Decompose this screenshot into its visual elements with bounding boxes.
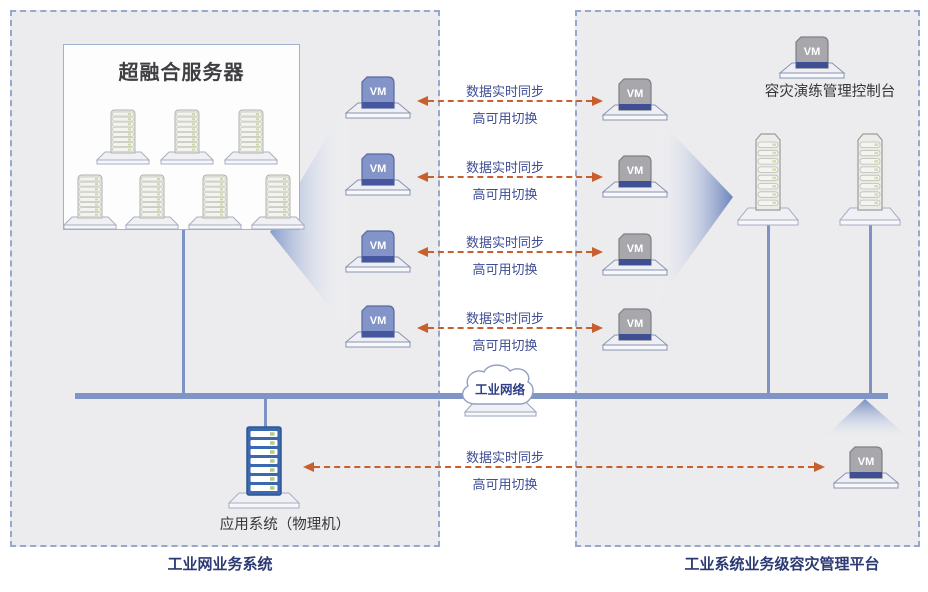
arrow-right-icon — [592, 172, 603, 182]
drill-console-label: 容灾演练管理控制台 — [764, 84, 896, 100]
vm-label: VM — [370, 163, 387, 175]
server-icon — [61, 170, 119, 232]
vm-label: VM — [627, 88, 644, 100]
vm-label: VM — [370, 86, 387, 98]
recovery-vm-icon: VM — [602, 78, 668, 121]
ha-label: 高可用切换 — [472, 338, 538, 353]
left-region-caption: 工业网业务系统 — [167, 556, 273, 573]
arrow-right-icon — [592, 323, 603, 333]
arrow-left-icon — [417, 323, 428, 333]
replication-beam-right — [655, 115, 733, 305]
physical-recovery-vm-icon: VM — [833, 446, 899, 489]
right-region-caption: 工业系统业务级容灾管理平台 — [684, 556, 880, 573]
server-icon — [249, 170, 307, 232]
hyper-converged-server-title: 超融合服务器 — [118, 62, 245, 84]
sync-label: 数据实时同步 — [465, 450, 544, 465]
connector-dr-server1-to-bus — [767, 222, 770, 394]
ha-label: 高可用切换 — [472, 477, 538, 492]
drill-console-vm-icon: VM — [779, 36, 845, 79]
ha-label: 高可用切换 — [472, 111, 538, 126]
vm-label: VM — [370, 315, 387, 327]
industrial-network-label: 工业网络 — [475, 382, 526, 397]
recovery-vm-icon: VM — [602, 233, 668, 276]
replication-beam-left — [270, 102, 348, 330]
sync-label: 数据实时同步 — [465, 84, 544, 99]
arrow-right-icon — [592, 96, 603, 106]
sync-arrow — [428, 327, 592, 329]
sync-label: 数据实时同步 — [465, 160, 544, 175]
vm-label: VM — [627, 318, 644, 330]
arrow-left-icon — [417, 172, 428, 182]
ha-label: 高可用切换 — [472, 187, 538, 202]
sync-label: 数据实时同步 — [465, 235, 544, 250]
server-icon — [186, 170, 244, 232]
recovery-vm-icon: VM — [602, 155, 668, 198]
sync-label: 数据实时同步 — [465, 311, 544, 326]
arrow-left-icon — [303, 462, 314, 472]
production-vm-icon: VM — [345, 305, 411, 348]
server-icon — [158, 105, 216, 167]
arrow-right-icon — [592, 247, 603, 257]
vm-label: VM — [804, 46, 821, 58]
sync-arrow — [428, 100, 592, 102]
production-vm-icon: VM — [345, 153, 411, 196]
vm-label: VM — [627, 243, 644, 255]
vm-label: VM — [370, 240, 387, 252]
industrial-network-cloud-icon: 工业网络 — [461, 364, 538, 417]
ha-label: 高可用切换 — [472, 262, 538, 277]
server-icon — [222, 105, 280, 167]
server-icon — [123, 170, 181, 232]
dr-server-icon — [838, 130, 902, 230]
recovery-vm-icon: VM — [602, 308, 668, 351]
production-vm-icon: VM — [345, 230, 411, 273]
replication-beam-bottom — [818, 399, 915, 443]
arrow-left-icon — [417, 247, 428, 257]
connector-bus-to-app-server — [264, 399, 267, 429]
sync-arrow — [428, 251, 592, 253]
connector-hci-to-bus — [182, 230, 185, 394]
server-icon — [94, 105, 152, 167]
arrow-right-icon — [814, 462, 825, 472]
app-server-label: 应用系统（物理机） — [219, 517, 351, 533]
sync-arrow — [314, 466, 814, 468]
arrow-left-icon — [417, 96, 428, 106]
production-vm-icon: VM — [345, 76, 411, 119]
vm-label: VM — [627, 165, 644, 177]
dr-server-icon — [736, 130, 800, 230]
connector-dr-server2-to-bus — [869, 222, 872, 394]
vm-label: VM — [858, 456, 875, 468]
app-server-icon — [224, 424, 304, 512]
sync-arrow — [428, 176, 592, 178]
